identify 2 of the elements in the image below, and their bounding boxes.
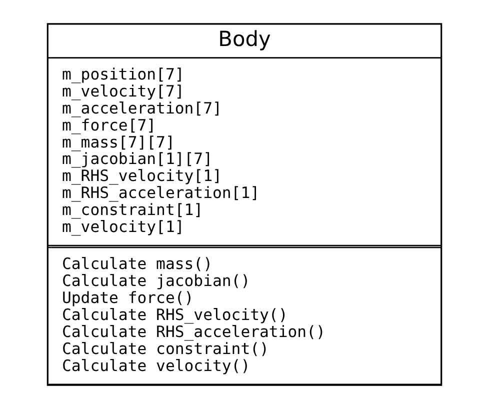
- node-box: Calculate mass() Calculate jacobian() Update force() Calculate RHS_velocity() Calculate RHS_acceleration() Calculate constraint() Calculate velocity(): [46, 246, 442, 386]
- node-box: m_position[7] m_velocity[7] m_acceleration[7] m_force[7] m_mass[7][7] m_jacobian[1][7] m_RHS_velocity[1] m_RHS_acceleration[1] m_constraint[1] m_velocity[1]: [46, 57, 442, 246]
